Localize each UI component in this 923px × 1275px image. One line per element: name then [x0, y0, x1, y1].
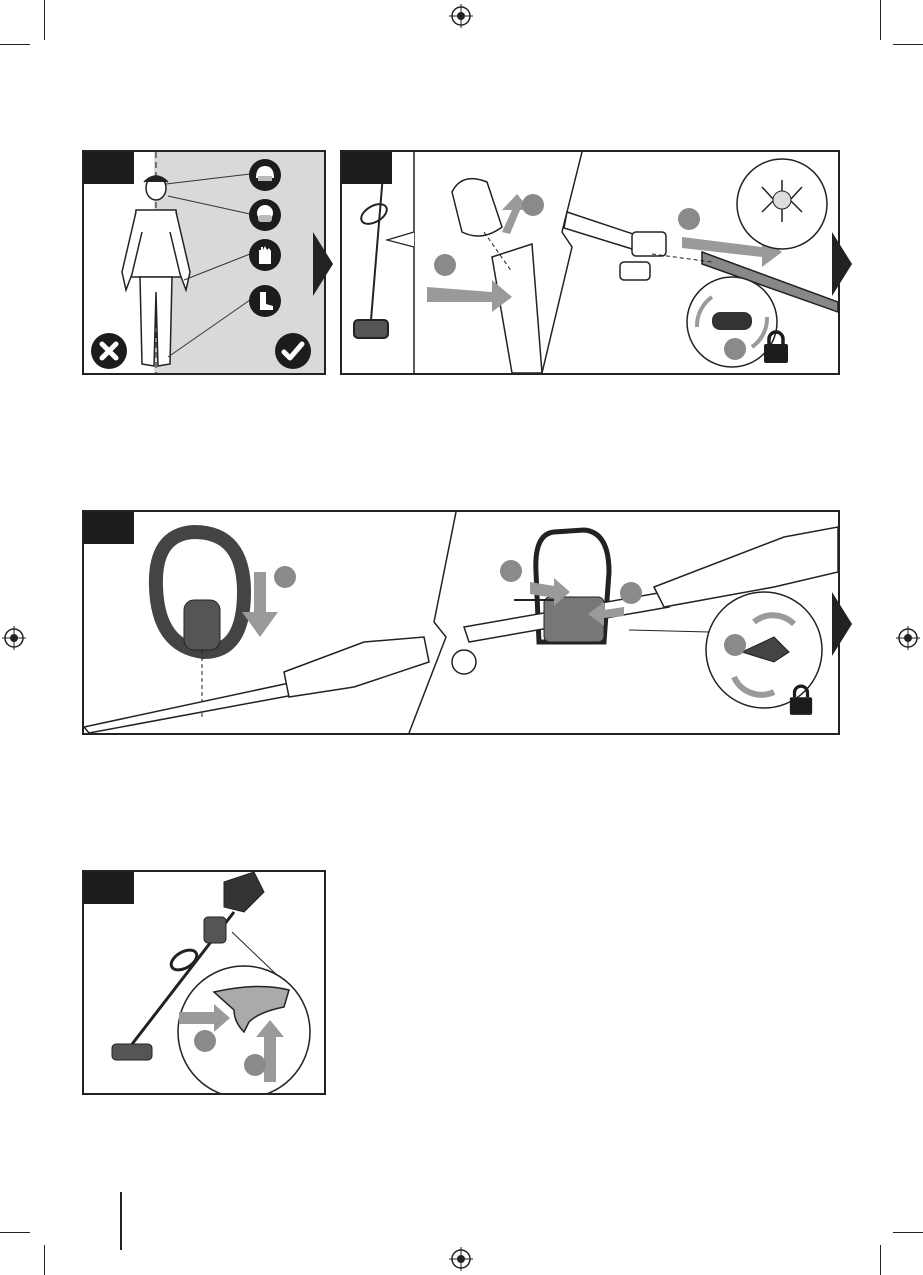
cross-circle-icon: [90, 332, 128, 370]
page-number-rule: [120, 1192, 122, 1250]
callout-badge: [274, 566, 296, 588]
trigger-operation-illustration: [84, 872, 324, 1093]
padlock-icon: [788, 684, 814, 716]
step-tab: [84, 512, 134, 544]
check-circle-icon: [274, 332, 312, 370]
handle-attachment-panel: [82, 510, 840, 735]
callout-badge: [678, 208, 700, 230]
callout-badge: [500, 560, 522, 582]
next-arrow-icon: [832, 592, 852, 656]
callout-badge: [434, 254, 456, 276]
trigger-operation-panel: [82, 870, 326, 1095]
gloves-icon: [248, 238, 282, 272]
boots-icon: [248, 284, 282, 318]
helmet-icon: [248, 158, 282, 192]
crop-mark: [44, 0, 45, 40]
registration-mark-icon: [2, 626, 26, 650]
callout-badge: [724, 338, 746, 360]
callout-badge: [522, 194, 544, 216]
next-arrow-icon: [832, 232, 852, 296]
registration-mark-icon: [449, 4, 473, 28]
safety-equipment-panel: [82, 150, 326, 375]
registration-mark-icon: [896, 626, 920, 650]
step-tab: [84, 872, 134, 904]
handle-attachment-illustration: [84, 512, 838, 733]
callout-badge: [194, 1030, 216, 1052]
crop-mark: [44, 1245, 45, 1275]
registration-mark-icon: [449, 1247, 473, 1271]
step-tab: [342, 152, 392, 184]
crop-mark: [893, 44, 923, 45]
crop-mark: [893, 1232, 923, 1233]
step-tab: [84, 152, 134, 184]
crop-mark: [0, 44, 30, 45]
crop-mark: [0, 1232, 30, 1233]
callout-badge: [244, 1054, 266, 1076]
face-mask-icon: [248, 198, 282, 232]
callout-badge: [724, 634, 746, 656]
callout-badge: [620, 582, 642, 604]
shaft-assembly-panel: [340, 150, 840, 375]
crop-mark: [880, 0, 881, 40]
padlock-icon: [762, 330, 790, 364]
crop-mark: [880, 1245, 881, 1275]
next-arrow-icon: [313, 232, 333, 296]
